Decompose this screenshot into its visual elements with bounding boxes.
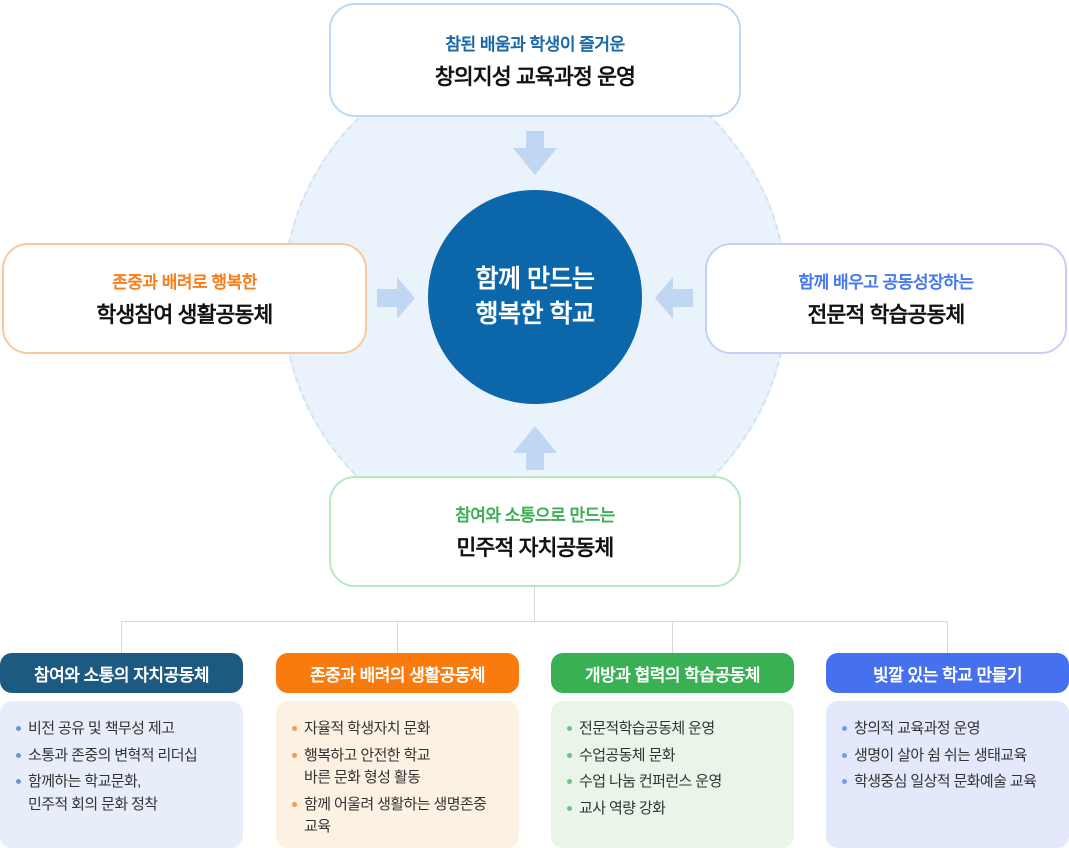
node-subtitle: 함께 배우고 공동성장하는: [798, 273, 975, 292]
vision-line-1: 함께 만드는: [475, 265, 595, 293]
bullet-dot-icon: [567, 779, 572, 784]
column-school-making: 빛깔 있는 학교 만들기 창의적 교육과정 운영 생명이 살아 쉼 쉬는 생태교…: [826, 653, 1069, 848]
node-learning-community: 함께 배우고 공동성장하는 전문적 학습공동체: [705, 243, 1067, 354]
bullet-dot-icon: [16, 726, 21, 731]
column-header: 개방과 협력의 학습공동체: [551, 653, 794, 693]
bullet-dot-icon: [16, 752, 21, 758]
arrow-up-icon: [513, 426, 557, 470]
arrow-down-icon: [513, 131, 557, 175]
node-title: 민주적 자치공동체: [456, 536, 614, 560]
connector-drop-4: [947, 621, 948, 653]
node-autonomy-community: 참여와 소통으로 만드는 민주적 자치공동체: [329, 476, 741, 587]
column-header: 존중과 배려의 생활공동체: [276, 653, 519, 693]
list-item: 비전 공유 및 책무성 제고: [16, 718, 233, 741]
column-life: 존중과 배려의 생활공동체 자율적 학생자치 문화 행복하고 안전한 학교 바른…: [276, 653, 519, 848]
connector-drop-2: [397, 621, 398, 653]
list-item: 함께 어울려 생활하는 생명존중 교육: [292, 794, 509, 839]
connector-drop-1: [121, 621, 122, 653]
column-header: 참여와 소통의 자치공동체: [0, 653, 243, 693]
column-body: 비전 공유 및 책무성 제고 소통과 존중의 변혁적 리더십 함께하는 학교문화…: [0, 701, 243, 848]
list-item: 전문적학습공동체 운영: [567, 718, 784, 741]
list-item: 교사 역량 강화: [567, 798, 784, 821]
bullet-dot-icon: [842, 752, 847, 758]
connector-stem: [534, 587, 535, 621]
bullet-dot-icon: [567, 805, 572, 811]
node-subtitle: 참여와 소통으로 만드는: [455, 506, 615, 525]
column-header: 빛깔 있는 학교 만들기: [826, 653, 1069, 693]
list-item: 자율적 학생자치 문화: [292, 718, 509, 741]
bullet-dot-icon: [567, 752, 572, 758]
bullet-dot-icon: [292, 801, 297, 807]
node-life-community: 존중과 배려로 행복한 학생참여 생활공동체: [2, 243, 367, 354]
node-subtitle: 존중과 배려로 행복한: [112, 273, 257, 292]
list-item: 학생중심 일상적 문화예술 교육: [842, 771, 1059, 794]
node-curriculum: 참된 배움과 학생이 즐거운 창의지성 교육과정 운영: [329, 3, 741, 117]
connector-drop-3: [672, 621, 673, 653]
column-body: 창의적 교육과정 운영 생명이 살아 쉼 쉬는 생태교육 학생중심 일상적 문화…: [826, 701, 1069, 848]
bullet-dot-icon: [842, 726, 847, 731]
arrow-left-icon: [655, 277, 693, 319]
central-vision-circle: 함께 만드는 행복한 학교: [428, 190, 642, 404]
list-item: 행복하고 안전한 학교 바른 문화 형성 활동: [292, 745, 509, 790]
bullet-dot-icon: [16, 779, 21, 784]
bullet-dot-icon: [842, 779, 847, 784]
node-title: 창의지성 교육과정 운영: [434, 64, 636, 89]
vision-line-2: 행복한 학교: [475, 300, 595, 328]
list-item: 생명이 살아 쉼 쉬는 생태교육: [842, 745, 1059, 768]
list-item: 창의적 교육과정 운영: [842, 718, 1059, 741]
arrow-right-icon: [377, 277, 415, 319]
column-learning: 개방과 협력의 학습공동체 전문적학습공동체 운영 수업공동체 문화 수업 나눔…: [551, 653, 794, 848]
list-item: 수업 나눔 컨퍼런스 운영: [567, 771, 784, 794]
column-autonomy: 참여와 소통의 자치공동체 비전 공유 및 책무성 제고 소통과 존중의 변혁적…: [0, 653, 243, 848]
connector-horizontal: [121, 621, 948, 622]
node-title: 학생참여 생활공동체: [96, 303, 274, 327]
node-subtitle: 참된 배움과 학생이 즐거운: [445, 34, 625, 54]
list-item: 수업공동체 문화: [567, 745, 784, 768]
list-item: 소통과 존중의 변혁적 리더십: [16, 745, 233, 768]
column-body: 자율적 학생자치 문화 행복하고 안전한 학교 바른 문화 형성 활동 함께 어…: [276, 701, 519, 848]
bullet-dot-icon: [567, 726, 572, 731]
node-title: 전문적 학습공동체: [807, 303, 965, 327]
list-item: 함께하는 학교문화, 민주적 회의 문화 정착: [16, 771, 233, 816]
bullet-dot-icon: [292, 726, 297, 731]
column-body: 전문적학습공동체 운영 수업공동체 문화 수업 나눔 컨퍼런스 운영 교사 역량…: [551, 701, 794, 848]
bullet-dot-icon: [292, 752, 297, 758]
